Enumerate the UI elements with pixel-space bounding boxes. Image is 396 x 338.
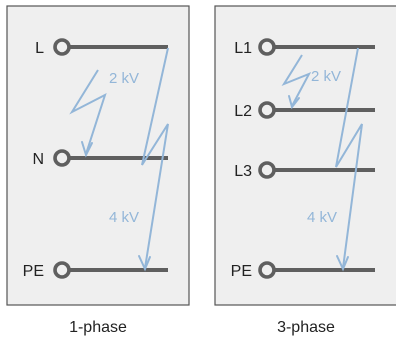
terminal-pe-icon: [258, 261, 276, 279]
surge-bolt-l-n-icon: [69, 69, 107, 158]
surge-label-l1-l2: 2 kV: [311, 68, 341, 85]
terminal-label-l2: L2: [234, 103, 252, 120]
single-phase-diagram: L N PE 2 kV 4 kV 1-phase: [6, 5, 190, 336]
terminal-label-l3: L3: [234, 163, 252, 180]
three-phase-diagram: L1 L2 L3 PE 2 kV 4 kV 3-phase: [214, 5, 396, 336]
terminal-l-icon: [53, 38, 71, 56]
surge-label-l1-pe: 4 kV: [307, 209, 337, 226]
single-phase-caption: 1-phase: [69, 319, 127, 336]
three-phase-caption: 3-phase: [277, 319, 335, 336]
terminal-l1-icon: [258, 38, 276, 56]
three-phase-panel: [214, 5, 396, 306]
terminal-l3-icon: [258, 161, 276, 179]
terminal-l2-icon: [258, 101, 276, 119]
surge-label-l-pe: 4 kV: [109, 209, 139, 226]
terminal-n-icon: [53, 149, 71, 167]
single-phase-panel: [6, 5, 190, 306]
terminal-label-pe: PE: [23, 263, 44, 280]
surge-bolt-l-pe-icon: [138, 47, 169, 272]
terminal-label-n: N: [32, 151, 44, 168]
surge-bolt-l1-l2-icon: [281, 54, 312, 110]
terminal-label-l: L: [35, 40, 44, 57]
terminal-label-l1: L1: [234, 40, 252, 57]
terminal-label-pe: PE: [231, 263, 252, 280]
surge-label-l-n: 2 kV: [109, 70, 139, 87]
terminal-pe-icon: [53, 261, 71, 279]
surge-bolt-l1-pe-icon: [335, 47, 363, 272]
